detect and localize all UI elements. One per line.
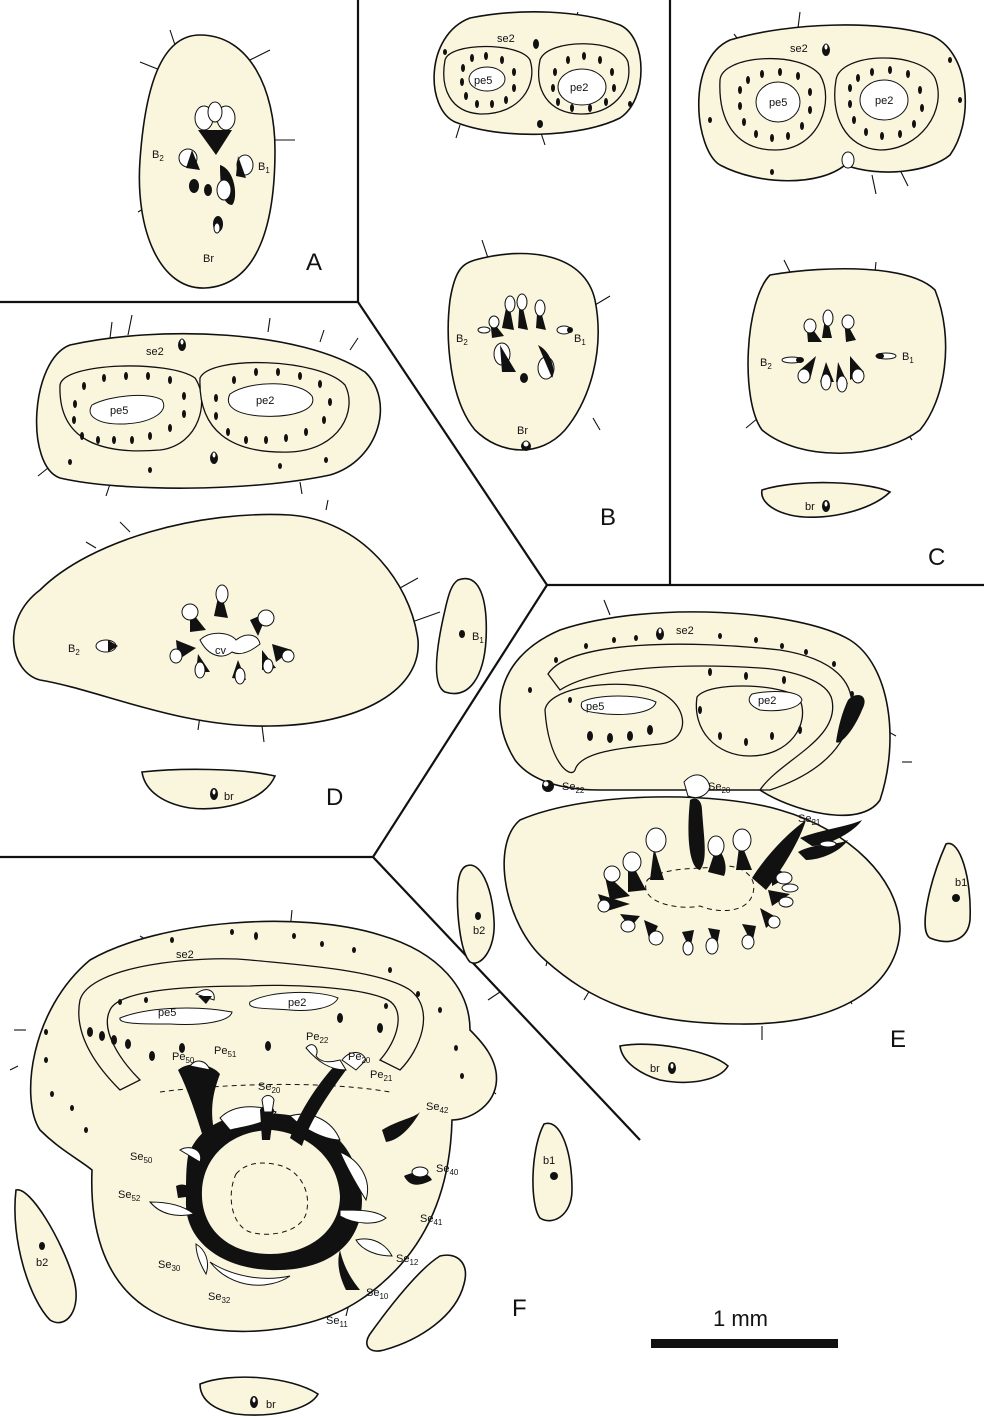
- label-se21: Se21: [798, 813, 821, 827]
- label-pe5: pe5: [110, 405, 128, 417]
- label-pe5: pe5: [586, 701, 604, 713]
- label-b1: b1: [543, 1155, 555, 1167]
- label-b2: b2: [36, 1257, 48, 1269]
- label-br: Br: [203, 253, 214, 265]
- label-b2: b2: [473, 925, 485, 937]
- label-pe5: pe5: [769, 97, 787, 109]
- panel-c: se2 pe5 pe2 B2 B1 br C: [699, 12, 966, 571]
- panel-e: se2 pe5 pe2 Se22 Se20 Se21: [458, 600, 971, 1082]
- label-pe5: pe5: [158, 1007, 176, 1019]
- label-br: br: [224, 791, 234, 803]
- label-pe5: pe5: [474, 75, 492, 87]
- label-se2: se2: [497, 33, 515, 45]
- panel-b: se2 pe5 pe2 B2 B1 Br B: [434, 12, 641, 531]
- scale-bar: 1 mm: [651, 1306, 838, 1348]
- panel-label-b: B: [600, 504, 616, 531]
- label-cv: cv: [215, 645, 227, 657]
- label-se40: Se40: [436, 1163, 459, 1177]
- scale-bar-label: 1 mm: [713, 1306, 768, 1331]
- label-pe2: pe2: [875, 95, 893, 107]
- label-pe2: pe2: [256, 395, 274, 407]
- panel-label-a: A: [306, 249, 322, 276]
- label-b1: b1: [955, 877, 967, 889]
- label-se2: se2: [176, 949, 194, 961]
- label-pe2: pe2: [288, 997, 306, 1009]
- label-se2: se2: [146, 346, 164, 358]
- panel-label-c: C: [928, 544, 945, 571]
- panel-label-d: D: [326, 784, 343, 811]
- label-se2: se2: [676, 625, 694, 637]
- panel-f: se2 pe5 pe2 Pe50 Pe51 Pe22 Pe20 Pe: [10, 910, 572, 1415]
- panel-a: B2 B1 Br A: [138, 30, 322, 288]
- panel-label-f: F: [512, 1295, 527, 1322]
- label-br: br: [805, 501, 815, 513]
- label-pe2: pe2: [758, 695, 776, 707]
- label-se10: Se10: [366, 1287, 389, 1301]
- label-se12: Se12: [396, 1253, 419, 1267]
- panel-label-e: E: [890, 1026, 906, 1053]
- label-br: br: [266, 1399, 276, 1411]
- scale-bar-line: [651, 1339, 838, 1348]
- label-se2: se2: [790, 43, 808, 55]
- label-se11: Se11: [326, 1315, 348, 1329]
- label-pe2: pe2: [570, 82, 588, 94]
- label-br: br: [650, 1063, 660, 1075]
- label-br: Br: [517, 425, 528, 437]
- label-se41: Se41: [420, 1213, 443, 1227]
